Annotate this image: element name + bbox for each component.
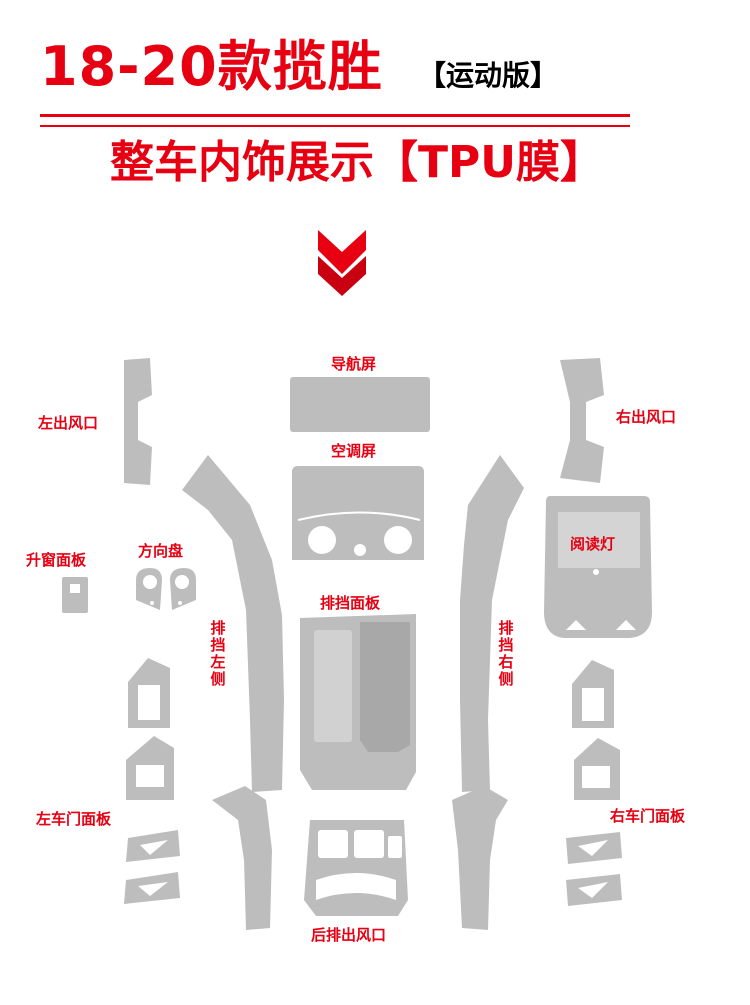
right-vent-film <box>560 358 604 483</box>
double-chevron-down-icon <box>318 230 366 296</box>
label-ac-screen: 空调屏 <box>331 442 377 460</box>
nav-screen-film <box>290 377 430 432</box>
label-rear-vent: 后排出风口 <box>311 926 387 944</box>
left-vent-film <box>124 358 152 485</box>
label-gear-left: 排挡左侧 <box>210 619 226 688</box>
page-subtitle: 整车内饰展示【TPU膜】 <box>110 137 604 188</box>
label-reading-light: 阅读灯 <box>570 535 616 553</box>
left-lower-trim-film <box>212 786 272 930</box>
ac-screen-film <box>292 466 424 560</box>
title-rule-top <box>40 114 630 117</box>
gear-right-trim-film <box>460 455 524 792</box>
window-panel-film <box>62 577 88 613</box>
edition-tag: 【运动版】 <box>418 59 559 92</box>
page-title: 18-20款揽胜 <box>40 35 383 98</box>
gear-panel-film <box>300 614 416 790</box>
label-left-vent: 左出风口 <box>38 414 99 432</box>
title-rule-bottom <box>40 125 630 127</box>
right-lower-trim-film <box>452 786 508 930</box>
label-gear-right: 排挡右侧 <box>498 619 514 688</box>
reading-light-film <box>544 496 652 638</box>
rear-vent-film <box>304 820 408 916</box>
label-right-door-panel: 右车门面板 <box>610 807 686 825</box>
label-left-door-panel: 左车门面板 <box>36 810 112 828</box>
steering-wheel-film <box>136 568 196 610</box>
label-steering-wheel: 方向盘 <box>138 542 184 560</box>
label-right-vent: 右出风口 <box>616 408 677 426</box>
label-window-panel: 升窗面板 <box>26 551 87 569</box>
label-nav-screen: 导航屏 <box>331 355 377 373</box>
gear-left-trim-film <box>182 455 284 792</box>
label-gear-panel: 排挡面板 <box>320 594 381 612</box>
